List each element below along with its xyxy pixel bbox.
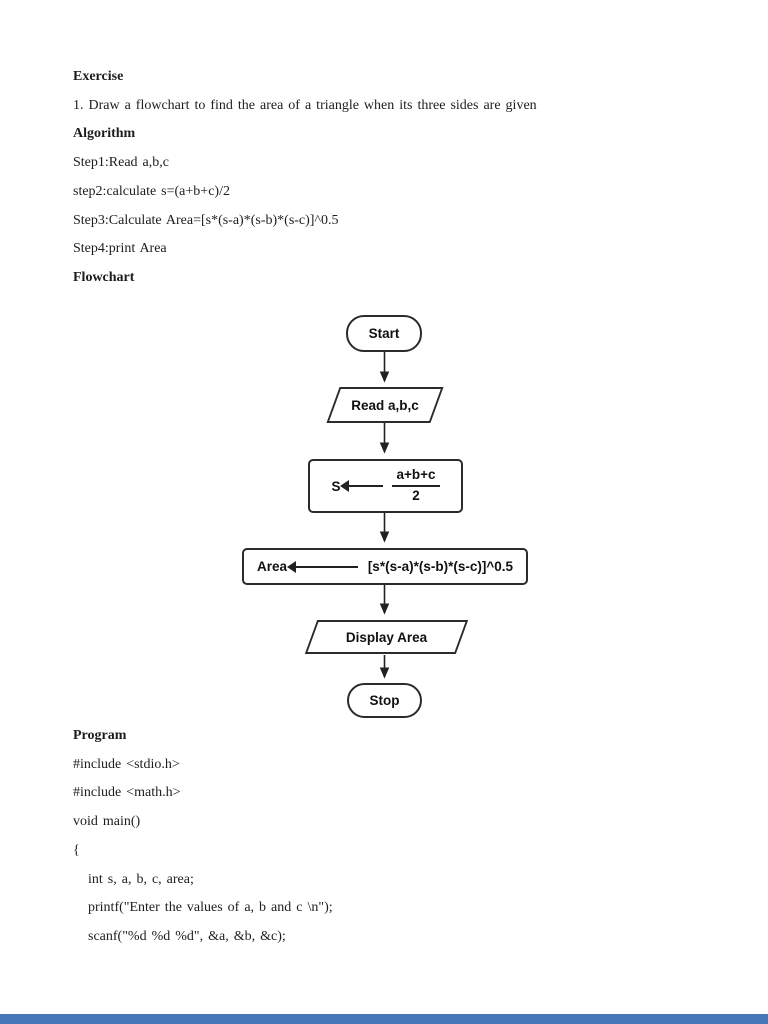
flowchart-stop-node: Stop: [347, 683, 422, 718]
page-bottom-bar: [0, 1014, 768, 1024]
code-line-int-decl: int s, a, b, c, area;: [88, 871, 194, 887]
program-block: Program #include <stdio.h> #include <mat…: [73, 722, 333, 952]
code-line-include-math: #include <math.h>: [73, 785, 181, 801]
assign-s-target-label: S: [331, 478, 341, 494]
stop-label: Stop: [369, 693, 400, 708]
left-arrow-icon: [287, 560, 359, 573]
algorithm-step-3: Step3:Calculate Area=[s*(s-a)*(s-b)*(s-c…: [73, 212, 339, 228]
display-label: Display Area: [345, 629, 428, 645]
algorithm-step-4: Step4:print Area: [73, 241, 167, 257]
read-label: Read a,b,c: [351, 397, 419, 413]
fraction-denominator: 2: [412, 488, 420, 503]
algorithm-heading: Algorithm: [73, 126, 136, 142]
algorithm-step-1: Step1:Read a,b,c: [73, 155, 169, 171]
code-line-include-stdio: #include <stdio.h>: [73, 756, 180, 772]
code-line-void-main: void main(): [73, 814, 141, 830]
fraction: a+b+c 2: [392, 467, 440, 505]
document-intro-block: Exercise 1. Draw a flowchart to find the…: [73, 63, 537, 293]
left-arrow-icon: [340, 480, 384, 492]
flowchart-heading: Flowchart: [73, 269, 135, 285]
assign-area-target-label: Area: [257, 559, 288, 574]
start-label: Start: [368, 326, 400, 341]
flowchart-display-node: Display Area: [304, 620, 469, 654]
flowchart-assign-area-node: Area [s*(s-a)*(s-b)*(s-c)]^0.5: [242, 548, 528, 585]
flowchart-read-node: Read a,b,c: [326, 387, 444, 423]
code-line-scanf: scanf("%d %d %d", &a, &b, &c);: [88, 928, 286, 944]
exercise-question: 1. Draw a flowchart to find the area of …: [73, 97, 537, 113]
assign-area-expression: [s*(s-a)*(s-b)*(s-c)]^0.5: [367, 559, 513, 574]
algorithm-step-2: step2:calculate s=(a+b+c)/2: [73, 183, 230, 199]
flowchart-start-node: Start: [346, 315, 422, 352]
exercise-heading: Exercise: [73, 69, 124, 84]
flowchart-assign-s-node: S a+b+c 2: [308, 459, 463, 513]
fraction-numerator: a+b+c: [392, 467, 440, 487]
code-line-open-brace: {: [73, 842, 80, 858]
program-heading: Program: [73, 728, 127, 743]
code-line-printf: printf("Enter the values of a, b and c \…: [88, 900, 333, 916]
